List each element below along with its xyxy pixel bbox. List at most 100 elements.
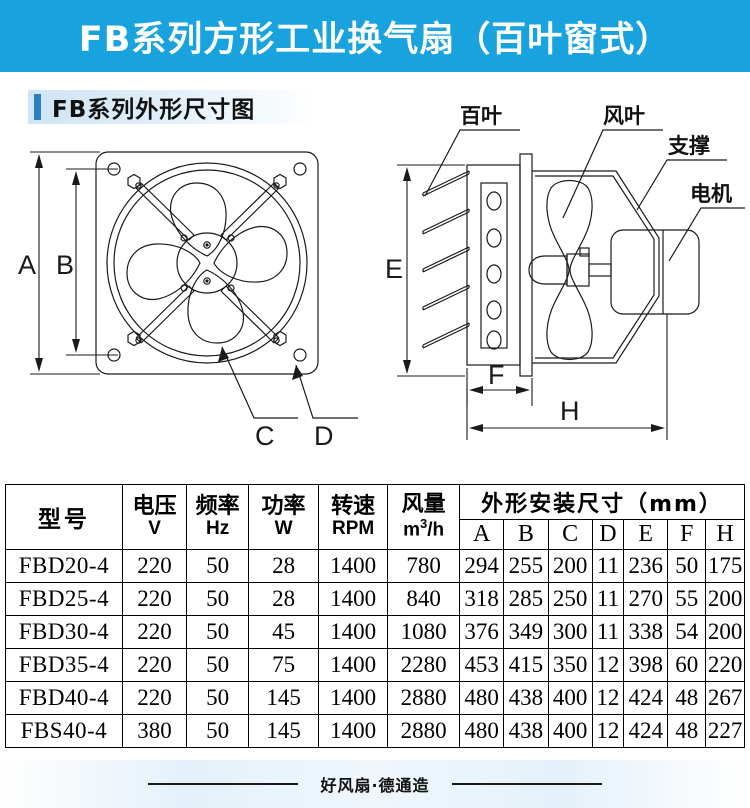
front-dim-label-D: D [314,421,334,451]
cell-f: 60 [667,648,707,682]
corner-hex-nuts [127,173,287,347]
cell-c: 200 [547,549,593,583]
cell-speed: 1400 [318,549,389,583]
cell-e: 398 [623,648,669,682]
dimension-lines [397,164,668,440]
strut-bottom-left [135,284,195,344]
fan-blade-left [126,243,201,301]
section-heading: FB系列外形尺寸图 [28,90,318,124]
cell-b: 415 [503,648,549,682]
cell-c: 400 [547,714,593,748]
front-dim-label-C: C [255,421,275,451]
cell-power: 28 [248,549,320,583]
cell-d: 11 [591,615,625,649]
cell-model: FBD40-4 [5,681,123,715]
dimension-arrowheads [35,154,80,372]
cell-model: FBD25-4 [5,582,123,616]
fan-blade-profile [546,179,593,361]
cell-f: 48 [667,681,707,715]
footer-bar: 好风扇·德通造 [0,760,750,808]
cell-d: 12 [591,714,625,748]
hub-screw-bottom [203,277,211,285]
cell-voltage: 220 [121,648,188,682]
cell-speed: 1400 [318,648,389,682]
cell-frequency: 50 [186,615,250,649]
cell-h: 267 [705,681,745,715]
cell-voltage: 220 [121,681,188,715]
cell-b: 255 [503,549,549,583]
support-bracket-outer [532,170,660,364]
header-airflow: 风量 m3/h [387,484,461,550]
cell-c: 400 [547,681,593,715]
cell-c: 350 [547,648,593,682]
fan-outer-ring [106,162,308,364]
section-heading-label: FB系列外形尺寸图 [52,97,256,123]
header-dim-H: H [705,519,745,550]
mounting-plate [95,151,319,375]
cell-f: 55 [667,582,707,616]
cell-airflow: 840 [387,582,461,616]
cell-b: 349 [503,615,549,649]
cell-power: 45 [248,615,320,649]
dimension-arrowheads [403,167,665,432]
header-dim-A: A [459,519,505,550]
cell-frequency: 50 [186,549,250,583]
front-view-drawing: A B C D [8,128,378,463]
side-dim-label-E: E [385,254,404,284]
header-dim-B: B [503,519,549,550]
cell-voltage: 220 [121,549,188,583]
footer-rule-left [148,783,299,785]
cell-voltage: 220 [121,615,188,649]
cell-e: 424 [623,714,669,748]
fan-blade-bottom [187,269,245,344]
cell-f: 54 [667,615,707,649]
cell-model: FBD30-4 [5,615,123,649]
callout-louver: 百叶 [460,104,502,128]
cell-e: 270 [623,582,669,616]
cell-frequency: 50 [186,714,250,748]
dimension-lines [30,151,118,375]
header-dim-D: D [591,519,625,550]
cell-a: 294 [459,549,505,583]
fan-blade-top [169,182,227,257]
cell-h: 220 [705,648,745,682]
section-accent-bar [34,94,41,120]
support-bracket-inner [535,175,655,359]
hub-screw-top [203,241,211,249]
cell-h: 200 [705,615,745,649]
side-view-drawing: 百叶 风叶 支撑 电机 E F H [385,88,745,463]
cell-airflow: 1080 [387,615,461,649]
header-dim-E: E [623,519,669,550]
side-dim-label-H: H [560,396,580,426]
strut-top-left [135,182,195,242]
louver-fins [422,170,470,349]
front-dim-label-A: A [18,250,37,280]
cell-speed: 1400 [318,681,389,715]
cell-a: 318 [459,582,505,616]
callout-support: 支撑 [668,134,710,158]
footer-slogan: 好风扇·德通造 [320,776,430,795]
cell-speed: 1400 [318,615,389,649]
cell-speed: 1400 [318,714,389,748]
cell-power: 145 [248,714,320,748]
cell-d: 11 [591,582,625,616]
cell-e: 338 [623,615,669,649]
cell-c: 300 [547,615,593,649]
airflow-unit: m3/h [403,516,445,541]
fan-blade-right [213,225,288,283]
cell-a: 453 [459,648,505,682]
cell-e: 236 [623,549,669,583]
cell-airflow: 2880 [387,714,461,748]
cell-power: 145 [248,681,320,715]
header-voltage: 电压 V [121,484,188,550]
cell-speed: 1400 [318,582,389,616]
cell-b: 438 [503,714,549,748]
cell-model: FBD35-4 [5,648,123,682]
bearing-housing [528,255,568,285]
